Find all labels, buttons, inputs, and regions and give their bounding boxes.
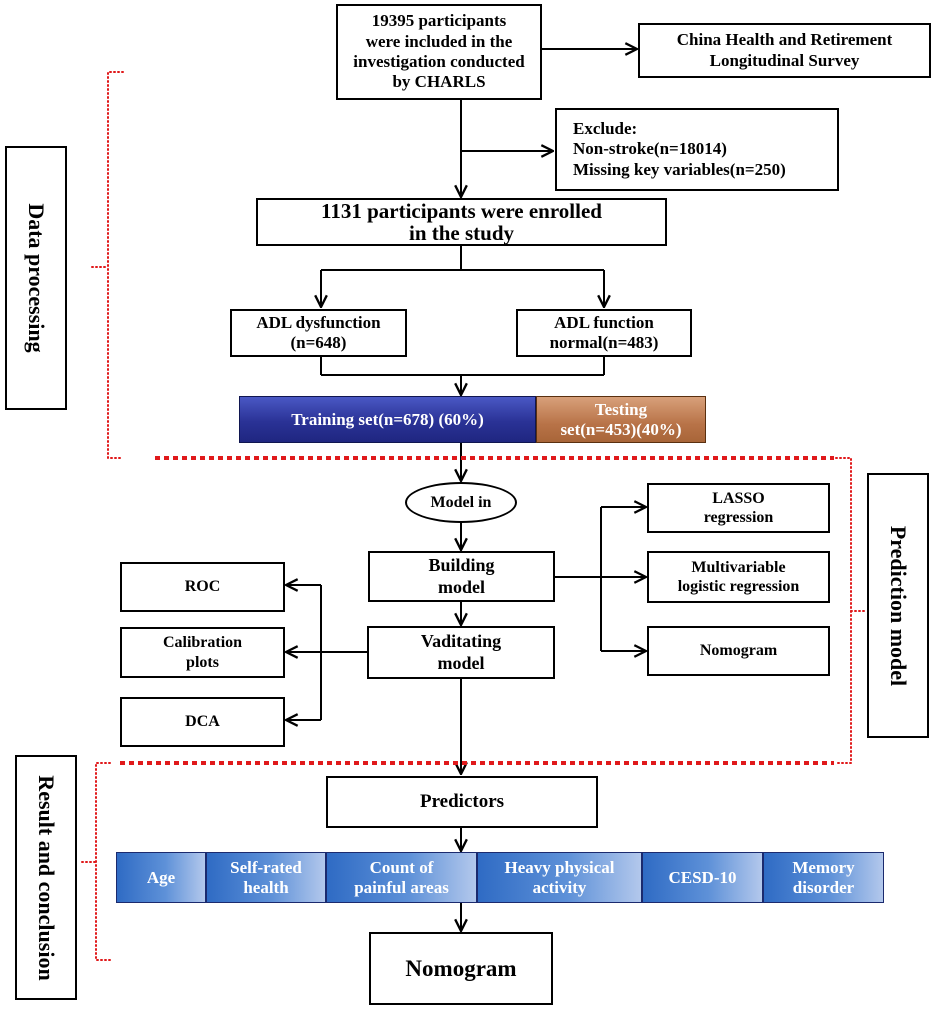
exclude-non-stroke: Non-stroke(n=18014) [573, 139, 727, 159]
model-in-oval: Model in [405, 482, 517, 523]
training-set-text: Training set(n=678) (60%) [291, 409, 484, 429]
testing-set-text: Testing set(n=453)(40%) [560, 399, 682, 439]
predictor-memory-disorder-text: Memory disorder [792, 857, 855, 897]
participants-box: 19395 participants were included in the … [336, 4, 542, 100]
final-nomogram-text: Nomogram [405, 955, 517, 981]
enrolled-text: 1131 participants were enrolled in the s… [321, 198, 602, 245]
predictor-self-rated-health-text: Self-rated health [230, 857, 302, 897]
validating-model-box: Vaditating model [367, 626, 555, 679]
adl-dysfunction-box: ADL dysfunction (n=648) [230, 309, 407, 357]
exclude-box: Exclude: Non-stroke(n=18014) Missing key… [555, 108, 839, 191]
training-set-bar: Training set(n=678) (60%) [239, 396, 536, 443]
nomogram-method-text: Nomogram [699, 642, 778, 660]
section-prediction-model: Prediction model [867, 473, 929, 738]
nomogram-method-box: Nomogram [647, 626, 830, 676]
multivariable-text: Multivariable logistic regression [677, 558, 800, 595]
final-nomogram-box: Nomogram [369, 932, 553, 1005]
building-model-text: Building model [428, 554, 495, 597]
adl-normal-box: ADL function normal(n=483) [516, 309, 692, 357]
roc-box: ROC [120, 562, 285, 612]
participants-text: 19395 participants were included in the … [353, 11, 525, 92]
predictor-age-text: Age [146, 867, 176, 887]
section-data-processing-label: Data processing [24, 203, 49, 353]
lasso-box: LASSO regression [647, 483, 830, 533]
section-result-conclusion: Result and conclusion [15, 755, 77, 1000]
data-source-text: China Health and Retirement Longitudinal… [676, 30, 893, 70]
dca-box: DCA [120, 697, 285, 747]
exclude-title: Exclude: [573, 118, 638, 138]
building-model-box: Building model [368, 551, 555, 602]
calibration-text: Calibration plots [162, 634, 243, 671]
data-source-box: China Health and Retirement Longitudinal… [638, 23, 931, 78]
adl-normal-text: ADL function normal(n=483) [549, 312, 659, 352]
roc-text: ROC [184, 578, 221, 596]
predictor-cesd-10: CESD-10 [642, 852, 763, 903]
lasso-text: LASSO regression [703, 489, 774, 526]
validating-model-text: Vaditating model [420, 630, 502, 673]
dca-text: DCA [185, 713, 220, 731]
predictor-memory-disorder: Memory disorder [763, 852, 884, 903]
predictor-painful-areas-text: Count of painful areas [354, 857, 449, 897]
predictor-heavy-activity: Heavy physical activity [477, 852, 642, 903]
predictor-heavy-activity-text: Heavy physical activity [504, 857, 615, 897]
predictor-self-rated-health: Self-rated health [206, 852, 326, 903]
predictor-cesd-10-text: CESD-10 [668, 867, 737, 887]
predictor-painful-areas: Count of painful areas [326, 852, 477, 903]
predictors-title: Predictors [419, 790, 505, 812]
multivariable-box: Multivariable logistic regression [647, 551, 830, 603]
model-in-text: Model in [430, 493, 492, 511]
predictors-box: Predictors [326, 776, 598, 828]
enrolled-box: 1131 participants were enrolled in the s… [256, 198, 667, 246]
testing-set-bar: Testing set(n=453)(40%) [536, 396, 706, 443]
exclude-missing-variables: Missing key variables(n=250) [573, 159, 786, 179]
prediction-model-bracket [835, 457, 852, 764]
result-bracket [95, 762, 111, 961]
section-result-conclusion-label: Result and conclusion [34, 774, 59, 981]
predictor-age: Age [116, 852, 206, 903]
data-processing-bracket [107, 71, 124, 459]
section-data-processing: Data processing [5, 146, 67, 410]
calibration-box: Calibration plots [120, 627, 285, 678]
adl-dysfunction-text: ADL dysfunction (n=648) [256, 312, 381, 352]
section-prediction-model-label: Prediction model [886, 525, 911, 686]
